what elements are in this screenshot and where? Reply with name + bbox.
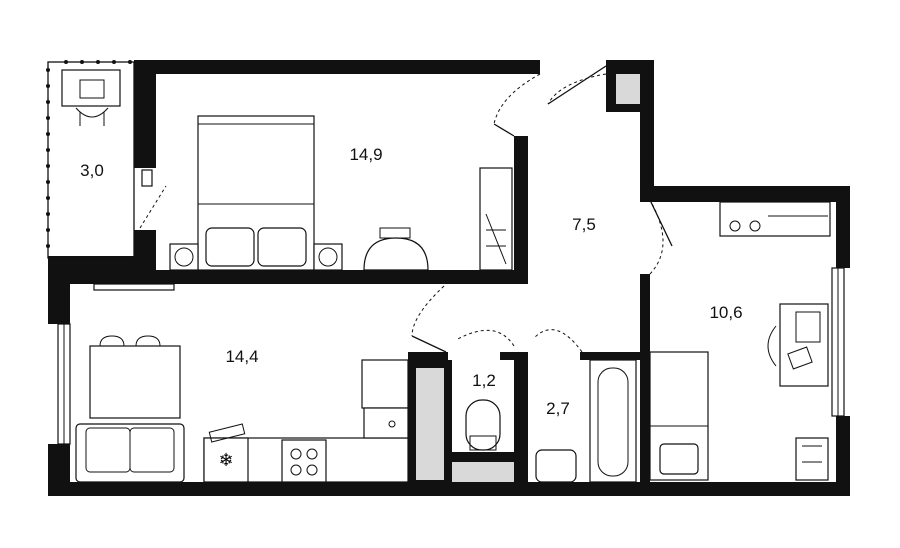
desk-2 xyxy=(779,303,829,387)
snowflake-icon: ❄ xyxy=(218,450,233,471)
room-area-toilet: 1,2 xyxy=(472,371,496,390)
chair-icon xyxy=(135,335,161,347)
wardrobe xyxy=(479,167,513,271)
room-area-balcony: 3,0 xyxy=(80,161,104,180)
hallway xyxy=(547,65,673,275)
shafts xyxy=(416,74,640,482)
chair-2-icon xyxy=(767,325,777,367)
chair-icon xyxy=(75,107,109,126)
pillow-left xyxy=(205,227,255,267)
washer xyxy=(361,359,409,409)
book-icon xyxy=(795,311,821,343)
toilet-bowl xyxy=(465,399,501,451)
chair-icon xyxy=(99,335,125,347)
room-area-bathroom: 2,7 xyxy=(546,399,570,418)
room-area-bedroom: 14,9 xyxy=(349,145,382,164)
bathtub xyxy=(589,359,637,483)
bedroom-2 xyxy=(649,201,845,481)
laptop-icon xyxy=(79,79,105,99)
bedroom xyxy=(169,73,541,271)
vanity-table xyxy=(363,237,429,271)
dining-table xyxy=(89,345,181,419)
stove xyxy=(281,439,327,483)
room-area-bedroom-2: 10,6 xyxy=(709,303,742,322)
toilet xyxy=(455,329,515,451)
room-area-hallway: 7,5 xyxy=(572,215,596,234)
kitchen-living: ❄ xyxy=(57,283,447,483)
bathroom-sink xyxy=(535,449,577,483)
window-top xyxy=(93,283,175,291)
fridge xyxy=(203,437,249,483)
room-area-kitchen-living: 14,4 xyxy=(225,347,258,366)
bathroom xyxy=(533,329,637,483)
dresser xyxy=(795,437,829,481)
balcony xyxy=(46,60,167,259)
desk xyxy=(61,69,121,107)
area-labels: 3,0 14,9 7,5 10,6 14,4 1,2 2,7 xyxy=(80,145,742,418)
balcony-railing-posts xyxy=(46,60,132,248)
kitchen-sink xyxy=(363,407,409,439)
pillow-right xyxy=(257,227,307,267)
pillow xyxy=(659,443,699,475)
